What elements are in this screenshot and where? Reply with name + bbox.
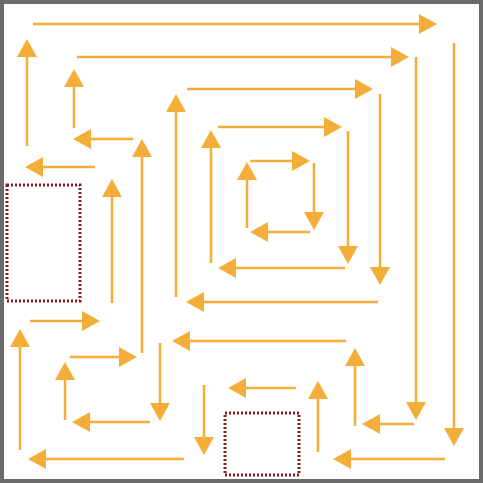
arrow-down-9[interactable] — [406, 57, 426, 420]
arrow-head — [391, 47, 409, 67]
arrow-up-25[interactable] — [308, 381, 328, 452]
arrow-head — [150, 403, 170, 421]
arrow-right-2[interactable] — [77, 47, 409, 67]
arrow-left-34[interactable] — [28, 449, 184, 469]
arrow-head — [237, 162, 257, 180]
target-zones — [5, 183, 301, 477]
target-zone-2 — [223, 411, 301, 477]
arrow-head — [304, 212, 324, 230]
arrow-head — [194, 437, 214, 455]
arrow-down-12[interactable] — [304, 163, 324, 230]
arrow-head — [82, 311, 100, 331]
target-zone-1 — [5, 183, 82, 303]
arrow-right-6[interactable] — [30, 311, 100, 331]
arrow-head — [338, 246, 358, 264]
arrow-left-26[interactable] — [73, 129, 133, 149]
arrow-head — [28, 449, 46, 469]
arrow-up-19[interactable] — [237, 162, 257, 228]
arrow-head — [345, 348, 365, 366]
arrow-head — [419, 14, 437, 34]
arrow-right-4[interactable] — [218, 117, 342, 137]
arrow-head — [25, 157, 43, 177]
arrow-up-15[interactable] — [17, 39, 37, 146]
arrow-head — [64, 69, 84, 87]
arrow-head — [308, 381, 328, 399]
arrow-up-22[interactable] — [10, 329, 30, 450]
arrow-head — [17, 39, 37, 57]
arrow-up-18[interactable] — [201, 130, 221, 263]
arrow-head — [333, 449, 351, 469]
arrow-head — [102, 179, 122, 197]
arrow-head — [324, 117, 342, 137]
arrow-up-16[interactable] — [64, 69, 84, 128]
arrow-head — [166, 94, 186, 112]
arrow-head — [228, 378, 246, 398]
arrow-head — [355, 79, 373, 99]
arrow-right-1[interactable] — [33, 14, 437, 34]
arrow-head — [186, 292, 204, 312]
arrow-left-32[interactable] — [228, 378, 296, 398]
arrow-left-29[interactable] — [218, 258, 345, 278]
arrow-down-11[interactable] — [338, 131, 358, 264]
arrow-up-24[interactable] — [345, 348, 365, 426]
arrow-up-17[interactable] — [166, 94, 186, 297]
arrow-head — [55, 362, 75, 380]
arrow-left-31[interactable] — [172, 331, 346, 351]
arrow-head — [10, 329, 30, 347]
arrow-head — [73, 129, 91, 149]
arrow-right-7[interactable] — [70, 347, 137, 367]
arrow-head — [201, 130, 221, 148]
arrow-left-36[interactable] — [333, 449, 445, 469]
arrow-down-10[interactable] — [370, 94, 390, 285]
arrow-down-8[interactable] — [444, 43, 464, 446]
arrow-head — [218, 258, 236, 278]
arrow-head — [370, 267, 390, 285]
arrow-right-5[interactable] — [250, 151, 310, 171]
arrow-right-3[interactable] — [187, 79, 373, 99]
arrow-head — [132, 139, 152, 157]
arrow-head — [172, 331, 190, 351]
arrow-up-23[interactable] — [55, 362, 75, 420]
arrow-left-27[interactable] — [25, 157, 95, 177]
arrow-down-14[interactable] — [194, 385, 214, 455]
arrow-left-28[interactable] — [250, 222, 310, 242]
arrow-head — [119, 347, 137, 367]
arrow-up-20[interactable] — [132, 139, 152, 353]
arrow-head — [72, 412, 90, 432]
arrow-left-35[interactable] — [362, 414, 414, 434]
arrow-head — [292, 151, 310, 171]
arrow-head — [406, 402, 426, 420]
arrow-up-21[interactable] — [102, 179, 122, 303]
arrow-left-30[interactable] — [186, 292, 378, 312]
arrow-head — [362, 414, 380, 434]
arrow-head — [250, 222, 268, 242]
arrow-head — [444, 428, 464, 446]
arrow-layer — [10, 14, 464, 469]
arrow-down-13[interactable] — [150, 343, 170, 421]
arrow-left-33[interactable] — [72, 412, 150, 432]
